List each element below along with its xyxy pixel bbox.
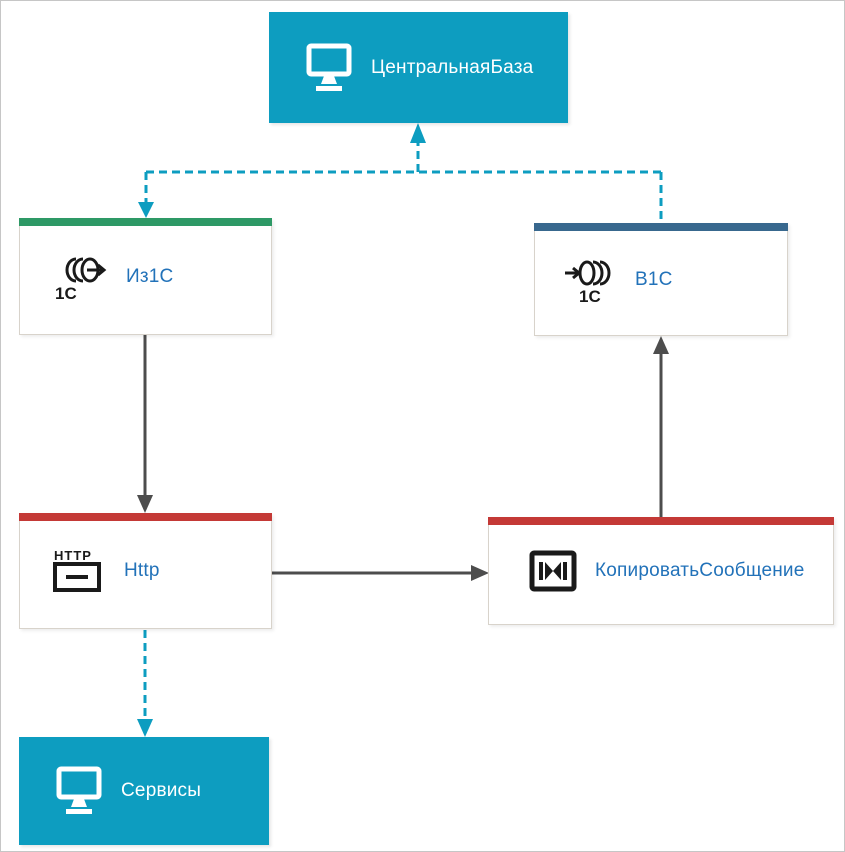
node-v1c[interactable]: 1С В1С — [534, 223, 788, 336]
teal-arrowheads — [137, 123, 426, 737]
copy-message-icon — [529, 550, 577, 592]
http-icon: HTTP — [52, 547, 106, 595]
node-label: В1С — [635, 268, 673, 290]
svg-text:HTTP: HTTP — [54, 548, 92, 563]
node-services[interactable]: Сервисы — [19, 737, 269, 845]
node-iz1c[interactable]: 1С Из1С — [19, 218, 272, 335]
node-label: КопироватьСообщение — [595, 560, 805, 581]
node-label: Из1С — [126, 265, 174, 287]
1c-export-icon: 1С — [54, 253, 108, 301]
node-accent-bar — [19, 513, 272, 521]
node-accent-bar — [488, 517, 834, 525]
node-accent-bar — [19, 218, 272, 226]
node-central-base[interactable]: ЦентральнаяБаза — [269, 12, 568, 123]
node-http[interactable]: HTTP Http — [19, 513, 272, 629]
1c-import-icon: 1С — [563, 256, 617, 304]
connector-dashed-central-tree — [144, 143, 663, 223]
node-copy-message[interactable]: КопироватьСообщение — [488, 517, 834, 625]
node-label: Сервисы — [121, 780, 202, 801]
monitor-icon — [305, 43, 353, 93]
node-accent-bar — [534, 223, 788, 231]
svg-text:1С: 1С — [579, 287, 601, 304]
monitor-icon — [55, 766, 103, 816]
node-label: ЦентральнаяБаза — [371, 56, 534, 78]
node-label: Http — [124, 560, 160, 581]
svg-text:1С: 1С — [55, 284, 77, 301]
